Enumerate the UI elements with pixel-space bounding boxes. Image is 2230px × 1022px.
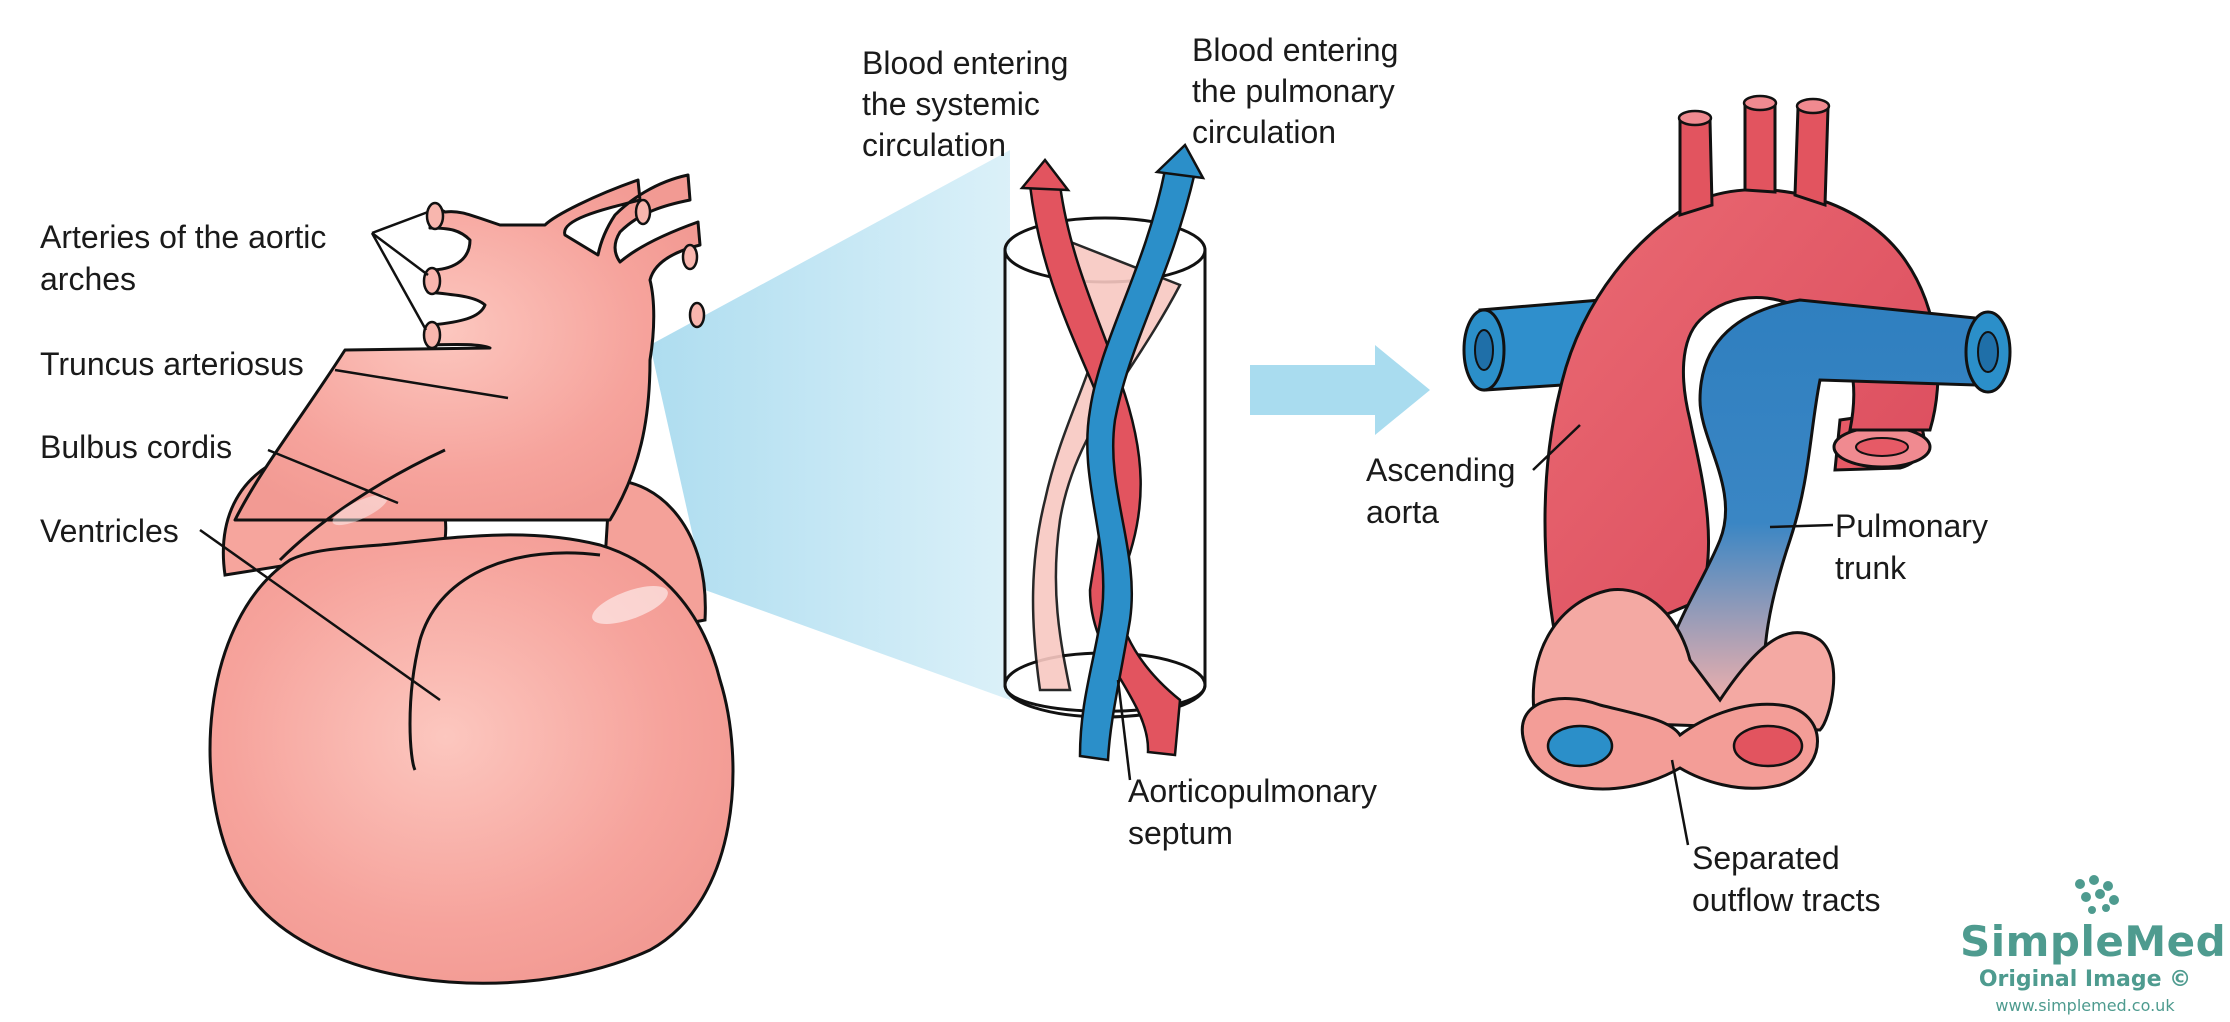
brand-url: www.simplemed.co.uk xyxy=(1995,996,2175,1015)
label-pulmonary-circulation: Blood entering the pulmonary circulation xyxy=(1192,32,1407,150)
brand-name: SimpleMed xyxy=(1960,917,2227,966)
artery-opening xyxy=(634,198,652,226)
label-ascending-aorta: Ascending aorta xyxy=(1366,452,1524,530)
label-ventricles: Ventricles xyxy=(40,513,179,549)
zoom-cone xyxy=(650,150,1010,700)
artery-opening xyxy=(688,301,706,329)
label-systemic-circulation: Blood entering the systemic circulation xyxy=(862,45,1077,163)
embryonic-heart xyxy=(208,173,735,985)
artery-opening xyxy=(422,266,442,296)
great-vessels xyxy=(1462,94,2012,791)
label-separated-outflow-tracts: Separated outflow tracts xyxy=(1692,840,1881,918)
simplemed-watermark: SimpleMed Original Image © www.simplemed… xyxy=(1960,868,2227,1018)
label-aortic-arches: Arteries of the aortic arches xyxy=(40,219,335,297)
brand-subtitle: Original Image © xyxy=(1978,967,2192,992)
label-truncus-arteriosus: Truncus arteriosus xyxy=(40,346,304,382)
artery-opening xyxy=(425,201,445,231)
labels: Arteries of the aortic arches Truncus ar… xyxy=(40,32,1997,918)
artery-opening xyxy=(422,320,442,350)
label-aorticopulmonary-septum: Aorticopulmonary septum xyxy=(1128,773,1386,851)
artery-opening xyxy=(681,243,699,271)
label-bulbus-cordis: Bulbus cordis xyxy=(40,429,232,465)
simplemed-logo-mark xyxy=(2075,875,2119,914)
septum-cylinder xyxy=(1003,142,1207,762)
transition-arrow xyxy=(1250,345,1430,435)
leader-lines xyxy=(199,210,1834,846)
label-pulmonary-trunk: Pulmonary trunk xyxy=(1835,508,1997,586)
